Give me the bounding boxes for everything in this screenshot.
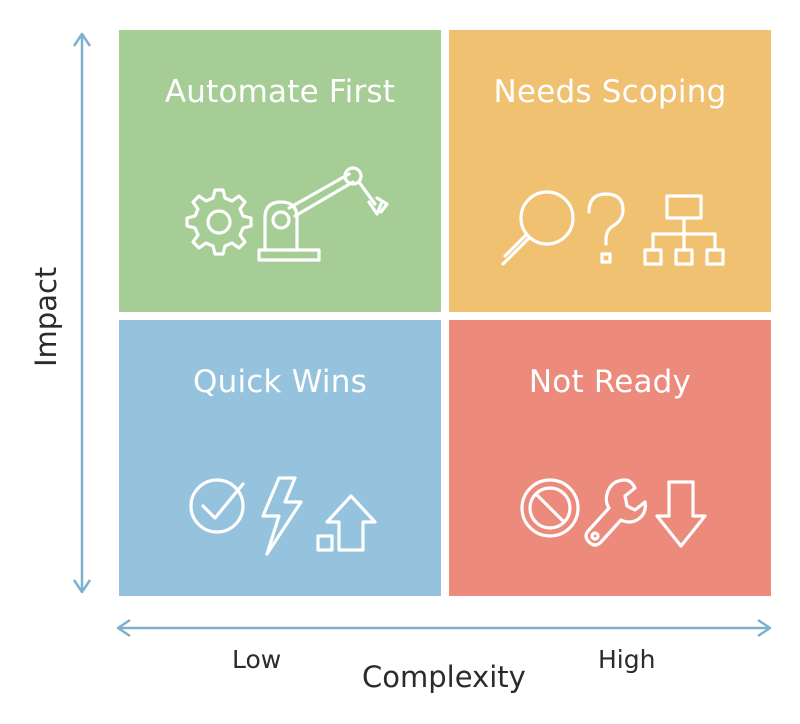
x-axis-arrow — [116, 618, 772, 638]
arrow-up-icon — [316, 494, 377, 552]
wrench-icon — [584, 478, 647, 547]
y-axis-label: Impact — [29, 266, 63, 367]
gear-icon — [185, 188, 253, 256]
robot-arm-icon — [257, 166, 389, 262]
quadrant-icons — [520, 478, 707, 548]
quadrant-quick-wins: Quick Wins — [119, 320, 441, 596]
quadrant-icons — [189, 476, 377, 556]
blocked-icon — [520, 478, 580, 538]
x-axis-label: Complexity — [362, 660, 526, 694]
question-mark-icon — [587, 192, 625, 264]
hierarchy-icon — [643, 194, 725, 266]
quadrant-title: Needs Scoping — [493, 74, 727, 110]
x-axis-high-label: High — [598, 645, 656, 674]
y-axis-arrow — [72, 32, 92, 594]
quadrant-icons — [501, 190, 725, 266]
magnifier-icon — [501, 190, 575, 266]
lightning-icon — [261, 476, 303, 556]
quadrant-needs-scoping: Needs Scoping — [449, 30, 771, 312]
x-axis-low-label: Low — [232, 645, 282, 674]
quadrant-icons — [185, 166, 389, 262]
check-circle-icon — [189, 478, 245, 534]
quadrant-title: Automate First — [164, 74, 396, 110]
quadrant-automate-first: Automate First — [119, 30, 441, 312]
quadrant-title: Not Ready — [528, 364, 692, 400]
quadrant-title: Quick Wins — [193, 364, 367, 400]
quadrant-not-ready: Not Ready — [449, 320, 771, 596]
arrow-down-icon — [655, 480, 707, 548]
